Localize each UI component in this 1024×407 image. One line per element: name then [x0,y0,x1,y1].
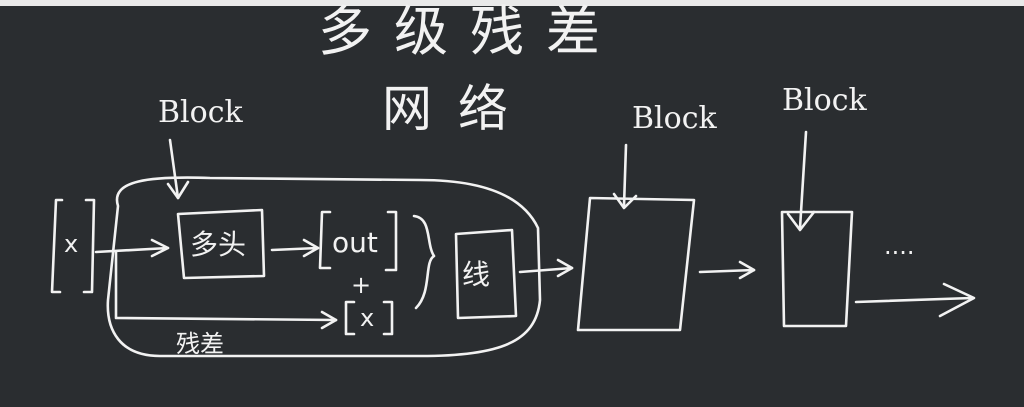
output-arrow [854,282,976,318]
block-outline [106,176,542,358]
block-label-2: Block [632,101,718,136]
block-2-box [576,196,696,332]
arrow-to-block-2 [518,258,574,278]
block-pointer-3 [786,130,816,232]
block-pointer-1 [166,138,190,200]
residual-label: 残差 [176,330,224,358]
input-vector: x [50,198,96,294]
linear-box: 线 [454,228,518,320]
title-line-1: 多级残差 [318,0,622,63]
block-3-box [780,210,854,328]
attention-label: 多头 [190,228,246,261]
residual-x-vector: x [344,300,394,336]
input-label: x [64,230,78,258]
plus-sign: + [351,271,371,299]
attention-to-out-arrow [270,238,320,258]
out-vector: out [318,210,398,272]
curly-brace [412,214,436,310]
top-bar [0,0,1024,6]
input-arrow [94,238,170,258]
linear-label: 线 [462,258,490,291]
block-label-3: Block [782,83,868,118]
ellipsis: .... [884,232,915,260]
title-line-2: 网络 [382,80,534,138]
block-label-1: Block [158,95,244,130]
residual-path: 残差 [114,250,338,358]
residual-x-label: x [360,304,374,332]
out-label: out [332,226,378,259]
attention-box: 多头 [176,208,266,280]
arrow-to-block-3 [698,260,756,280]
